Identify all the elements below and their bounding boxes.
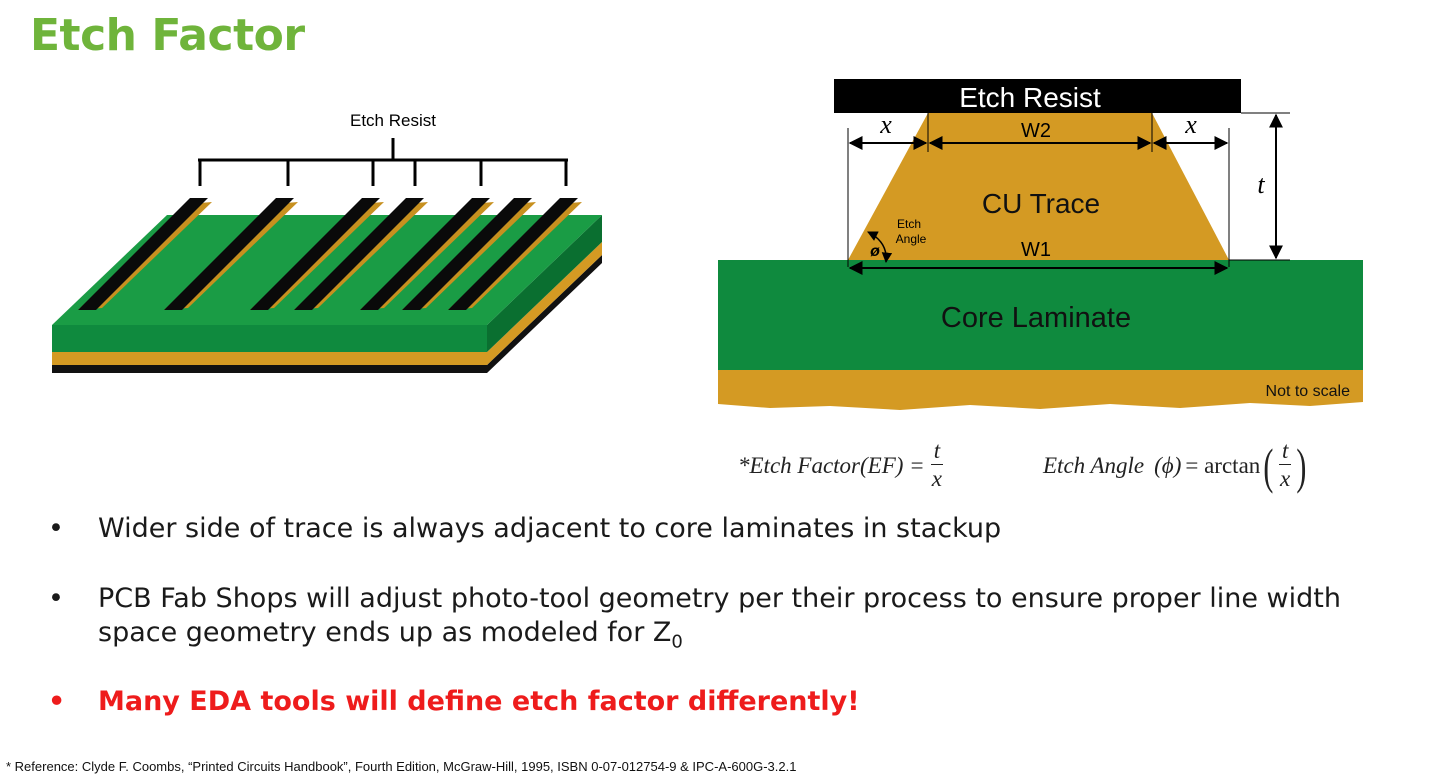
bullet-subscript: 0 <box>671 631 683 653</box>
cu-trace-label: CU Trace <box>982 188 1100 219</box>
guide-lines <box>847 112 1290 267</box>
etch-angle-denominator: x <box>1280 466 1291 491</box>
etch-resist-label: Etch Resist <box>350 111 436 130</box>
dimension-arrows <box>848 113 1283 275</box>
phi-symbol: ø <box>870 243 880 260</box>
etch-angle-fraction: t x <box>1278 438 1292 493</box>
etch-angle-eq: = arctan <box>1185 452 1261 478</box>
etch-factor-denominator: x <box>931 466 942 491</box>
bullet-text: Wider side of trace is always adjacent t… <box>98 513 1002 544</box>
etch-resist-text: Etch Resist <box>959 82 1101 113</box>
bullet-text: Many EDA tools will define etch factor d… <box>98 686 860 718</box>
trace-resist <box>360 198 490 310</box>
etch-factor-formula: *Etch Factor(EF) = t x <box>738 438 949 493</box>
etch-resist-bar <box>834 79 1241 113</box>
etch-factor-lhs: *Etch Factor(EF) = <box>738 452 925 478</box>
board-laminate-front <box>52 325 487 352</box>
w2-label: W2 <box>1021 120 1051 142</box>
trace-resist <box>78 198 208 310</box>
trace-group <box>78 198 582 310</box>
t-label: t <box>1257 170 1265 199</box>
etch-angle-formula: Etch Angle (ϕ) = arctan ( t x ) <box>1043 437 1307 494</box>
etch-resist-bracket <box>198 138 568 186</box>
pcb-isometric-diagram: Etch Resist <box>52 111 602 373</box>
bullet-item-emphasis: • Many EDA tools will define etch factor… <box>48 685 1428 719</box>
bullet-glyph: • <box>48 513 64 544</box>
trace-resist <box>294 198 424 310</box>
core-laminate <box>718 260 1363 372</box>
reference-footnote: * Reference: Clyde F. Coombs, “Printed C… <box>6 759 797 774</box>
slide-title: Etch Factor <box>30 10 305 61</box>
etch-angle-numerator: t <box>1278 438 1292 465</box>
etch-angle-label-1: Etch <box>897 217 921 231</box>
trace-resist <box>402 198 532 310</box>
trace-resist <box>250 198 380 310</box>
bullet-glyph: • <box>48 583 64 614</box>
bullet-item: • PCB Fab Shops will adjust photo-tool g… <box>48 582 1428 659</box>
etch-factor-fraction: t x <box>930 438 944 493</box>
bullet-text: PCB Fab Shops will adjust photo-tool geo… <box>98 583 1341 648</box>
etch-angle-label-2: Angle <box>896 232 927 246</box>
x-right-label: x <box>1184 110 1197 139</box>
bottom-copper <box>718 370 1363 410</box>
trace-resist <box>164 198 294 310</box>
w1-label: W1 <box>1021 239 1051 261</box>
trace-cross-section-diagram: Etch Resist x W2 x t CU Trace W1 Etch An… <box>718 79 1363 410</box>
board-copper-layer <box>52 242 602 365</box>
etch-factor-numerator: t <box>930 438 944 465</box>
etch-angle-arc <box>867 231 893 264</box>
core-laminate-label: Core Laminate <box>941 302 1131 334</box>
bullet-glyph: • <box>48 686 66 718</box>
trace-resist <box>448 198 578 310</box>
etch-angle-lhs: Etch Angle <box>1043 452 1145 478</box>
bullet-item: • Wider side of trace is always adjacent… <box>48 512 1428 546</box>
bullet-list: • Wider side of trace is always adjacent… <box>48 512 1428 719</box>
x-left-label: x <box>879 110 892 139</box>
etch-angle-phi: (ϕ) <box>1154 452 1182 478</box>
board-laminate-side <box>487 215 602 352</box>
not-to-scale-label: Not to scale <box>1266 383 1351 400</box>
